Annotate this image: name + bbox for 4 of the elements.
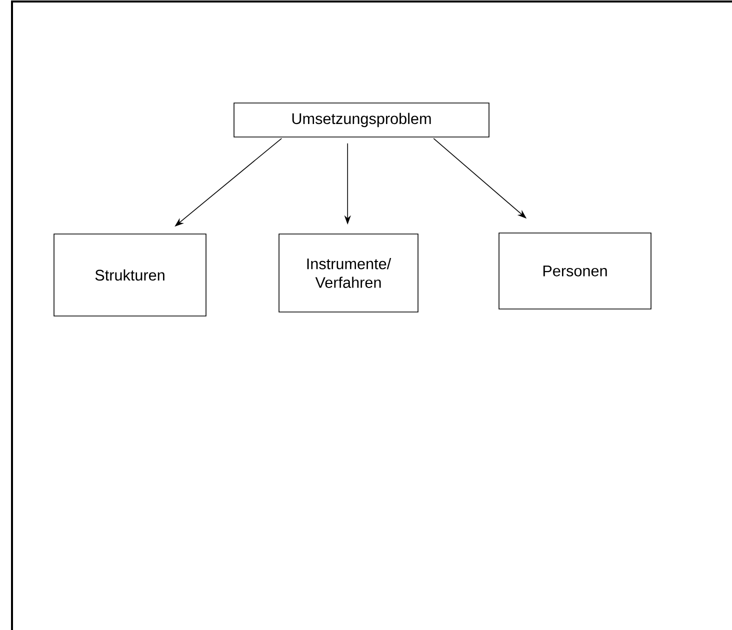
process-box: Umsetzungsproblem: [234, 102, 490, 138]
process-box: Strukturen: [54, 234, 206, 316]
process-box: Personen: [498, 232, 652, 310]
process-box: Instrumente/ Verfahren: [278, 234, 418, 312]
